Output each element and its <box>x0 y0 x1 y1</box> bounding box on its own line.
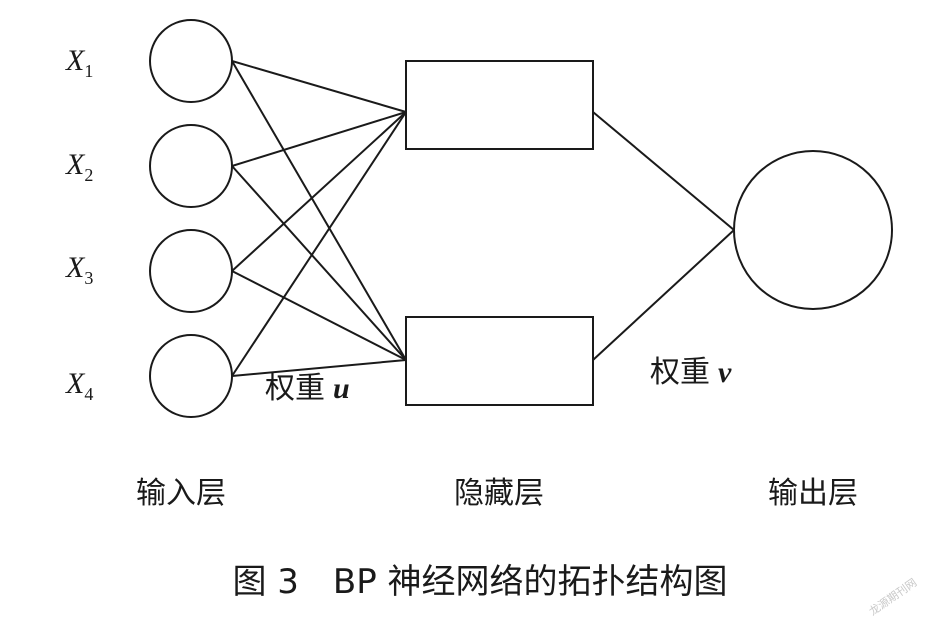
input-label-4: X4 <box>65 367 93 404</box>
input-node-2 <box>149 124 233 208</box>
output-node <box>733 150 893 310</box>
hidden-layer <box>405 60 594 406</box>
watermark: 龙源期刊网 <box>866 575 919 618</box>
connection-input3-hidden2 <box>231 270 407 361</box>
input-hidden-connections <box>231 60 407 377</box>
connection-input4-hidden2 <box>231 359 407 377</box>
input-node-4 <box>149 334 233 418</box>
input-label-1: X1 <box>65 44 93 81</box>
connection-input3-hidden1 <box>231 111 407 272</box>
connection-hidden2-output <box>592 229 735 361</box>
input-labels: X1 X2 X3 X4 <box>65 44 93 404</box>
connection-input1-hidden1 <box>231 60 407 113</box>
hidden-node-1 <box>405 60 594 150</box>
input-label-2: X2 <box>65 148 93 185</box>
connection-input2-hidden1 <box>231 111 407 167</box>
hidden-output-connections <box>592 111 735 361</box>
hidden-node-2 <box>405 316 594 406</box>
hidden-layer-label: 隐藏层 <box>454 476 544 511</box>
connection-hidden1-output <box>592 111 735 231</box>
connection-input2-hidden2 <box>231 165 407 361</box>
connection-input4-hidden1 <box>231 111 407 377</box>
output-layer-label: 输出层 <box>768 476 858 511</box>
input-layer-label: 输入层 <box>136 476 226 511</box>
figure-caption: 图 3 BP 神经网络的拓扑结构图 <box>232 562 727 602</box>
connection-input1-hidden2 <box>231 60 407 361</box>
input-label-3: X3 <box>65 251 93 288</box>
input-layer <box>149 19 233 418</box>
input-node-1 <box>149 19 233 103</box>
input-node-3 <box>149 229 233 313</box>
